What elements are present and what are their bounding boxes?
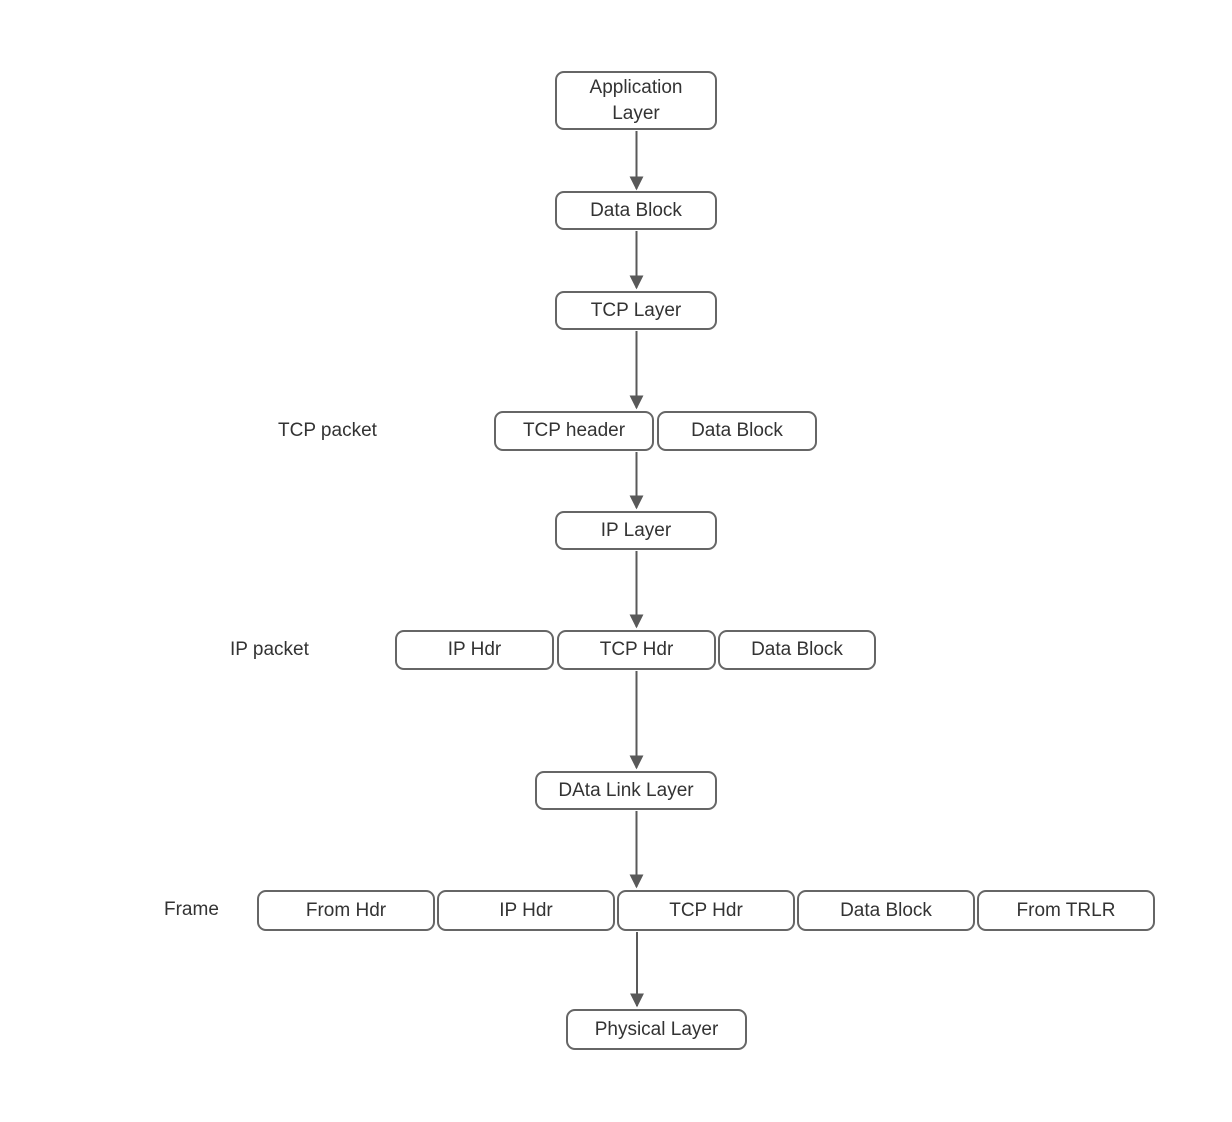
cell-frame-data-block: Data Block	[797, 890, 975, 931]
node-application-layer: Application Layer	[555, 71, 717, 130]
node-tcp-layer: TCP Layer	[555, 291, 717, 330]
cell-tcp-data-block: Data Block	[657, 411, 817, 451]
node-ip-layer: IP Layer	[555, 511, 717, 550]
cell-ip-data-block: Data Block	[718, 630, 876, 670]
cell-frame-ip-hdr: IP Hdr	[437, 890, 615, 931]
label-ip-packet: IP packet	[230, 639, 309, 660]
cell-frame-from-hdr: From Hdr	[257, 890, 435, 931]
node-data-link-layer: DAta Link Layer	[535, 771, 717, 810]
cell-frame-tcp-hdr: TCP Hdr	[617, 890, 795, 931]
cell-tcp-header: TCP header	[494, 411, 654, 451]
node-physical-layer: Physical Layer	[566, 1009, 747, 1050]
cell-ip-tcp-hdr: TCP Hdr	[557, 630, 716, 670]
cell-ip-hdr: IP Hdr	[395, 630, 554, 670]
label-tcp-packet: TCP packet	[278, 420, 377, 441]
cell-frame-from-trlr: From TRLR	[977, 890, 1155, 931]
label-frame: Frame	[164, 899, 219, 920]
node-data-block: Data Block	[555, 191, 717, 230]
